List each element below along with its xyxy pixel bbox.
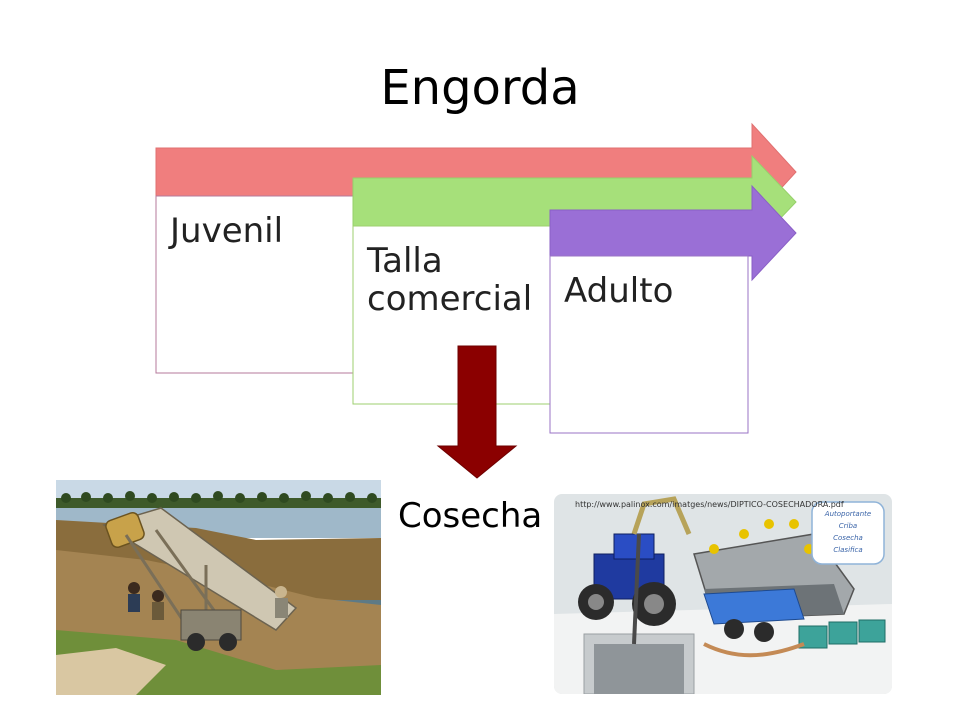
slide-title: Engorda	[380, 60, 580, 116]
badge-line-1: Autoportante	[824, 510, 871, 518]
stage-card-adulto	[549, 255, 749, 434]
tractor-shape	[578, 533, 676, 626]
badge-line-4: Clasifica	[833, 546, 862, 554]
harvester-machine-render: Autoportante Criba Cosecha Clasifica	[554, 494, 892, 694]
harvest-label: Cosecha	[398, 496, 543, 536]
stage-label-juvenil: Juvenil	[170, 211, 284, 251]
stage-label-adulto: Adulto	[564, 271, 674, 311]
harvest-down-arrow	[436, 345, 518, 479]
stage-card-juvenil	[155, 195, 357, 374]
shrimp-harvest-pond-photo	[56, 480, 381, 695]
harvester-illustration: Autoportante Criba Cosecha Clasifica	[554, 494, 892, 694]
badge-line-2: Criba	[839, 522, 857, 530]
pond-scene-illustration	[56, 480, 381, 695]
harvester-badge: Autoportante Criba Cosecha Clasifica	[811, 501, 885, 565]
stage-label-talla-comercial: Talla comercial	[367, 241, 533, 319]
stage-card-talla-comercial	[352, 225, 552, 405]
source-url-caption[interactable]: http://www.palinox.com/imatges/news/DIPT…	[575, 500, 844, 509]
badge-line-3: Cosecha	[833, 534, 863, 542]
stage-diagram	[155, 122, 797, 479]
